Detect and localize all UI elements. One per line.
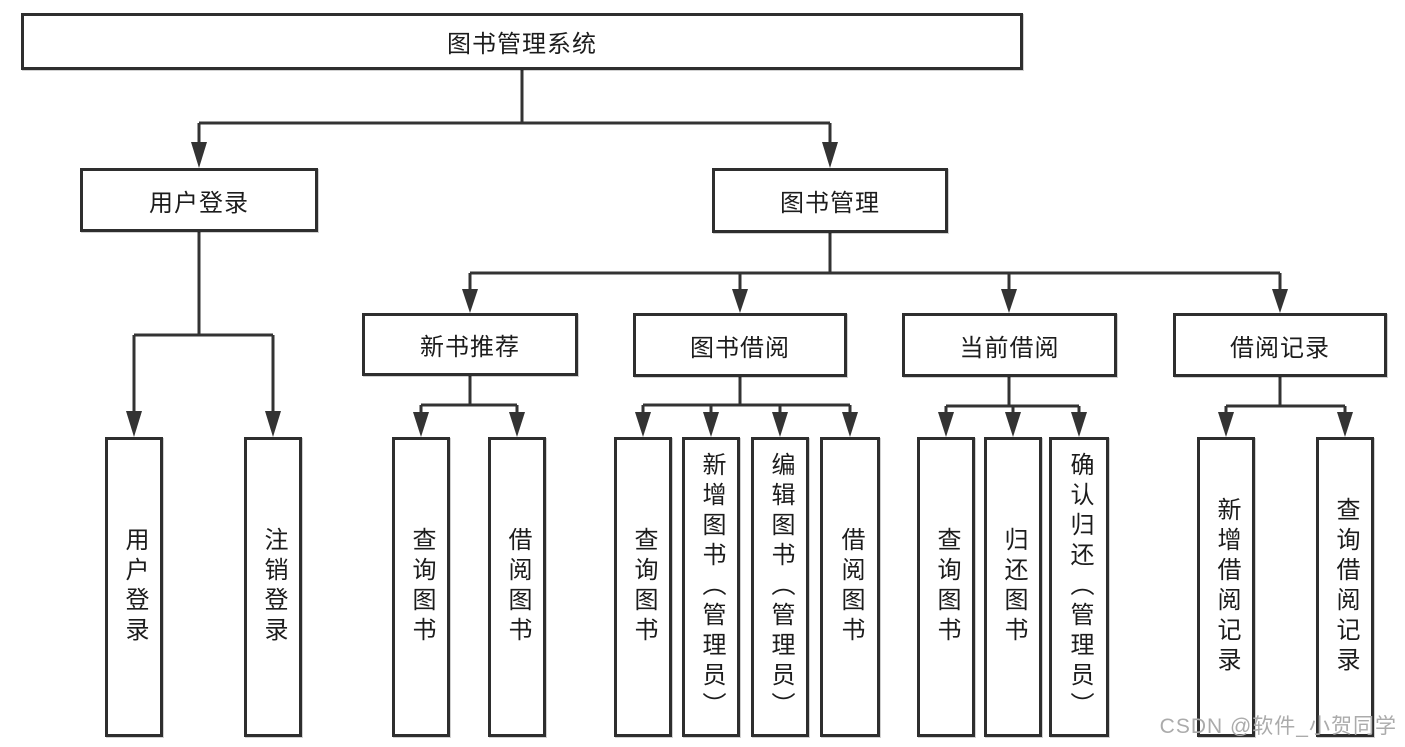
watermark: CSDN @软件_小贺同学: [1159, 715, 1397, 738]
node-label: 用户登录: [121, 527, 148, 647]
node-label: 查询图书: [933, 527, 960, 647]
leaf-confirm-return-admin: 确认归还（管理员）: [1049, 437, 1109, 737]
node-label: 新增图书（管理员）: [698, 452, 725, 722]
node-label: 借阅记录: [1230, 334, 1330, 362]
node-book-borrowing: 图书借阅: [633, 313, 847, 377]
node-label: 新增借阅记录: [1213, 497, 1240, 677]
node-label: 图书管理系统: [447, 31, 597, 58]
node-new-book-recommendation: 新书推荐: [362, 313, 578, 376]
node-label: 图书管理: [780, 190, 880, 217]
node-label: 图书借阅: [690, 334, 790, 362]
leaf-query-books-recommend: 查询图书: [392, 437, 450, 737]
node-current-borrowing: 当前借阅: [902, 313, 1117, 377]
leaf-borrow-books-borrowing: 借阅图书: [820, 437, 880, 737]
leaf-query-books-borrowing: 查询图书: [614, 437, 672, 737]
node-label: 用户登录: [149, 189, 249, 217]
node-library-management-system: 图书管理系统: [21, 13, 1023, 70]
node-label: 借阅图书: [837, 527, 864, 647]
node-label: 确认归还（管理员）: [1066, 452, 1093, 722]
node-label: 查询借阅记录: [1332, 497, 1359, 677]
node-label: 编辑图书（管理员）: [767, 452, 794, 722]
leaf-user-login: 用户登录: [105, 437, 163, 737]
leaf-query-borrow-record: 查询借阅记录: [1316, 437, 1374, 737]
leaf-add-books-admin: 新增图书（管理员）: [682, 437, 740, 737]
leaf-return-books: 归还图书: [984, 437, 1042, 737]
leaf-logout: 注销登录: [244, 437, 302, 737]
node-user-login: 用户登录: [80, 168, 318, 232]
node-label: 注销登录: [260, 527, 287, 647]
node-book-management: 图书管理: [712, 168, 948, 233]
node-label: 归还图书: [1000, 527, 1027, 647]
node-label: 查询图书: [630, 527, 657, 647]
leaf-edit-books-admin: 编辑图书（管理员）: [751, 437, 809, 737]
leaf-borrow-books-recommend: 借阅图书: [488, 437, 546, 737]
node-label: 查询图书: [408, 527, 435, 647]
node-label: 当前借阅: [959, 334, 1060, 362]
node-label: 借阅图书: [504, 527, 531, 647]
node-borrowing-records: 借阅记录: [1173, 313, 1387, 377]
leaf-query-books-current: 查询图书: [917, 437, 975, 737]
leaf-add-borrow-record: 新增借阅记录: [1197, 437, 1255, 737]
node-label: 新书推荐: [420, 334, 520, 361]
